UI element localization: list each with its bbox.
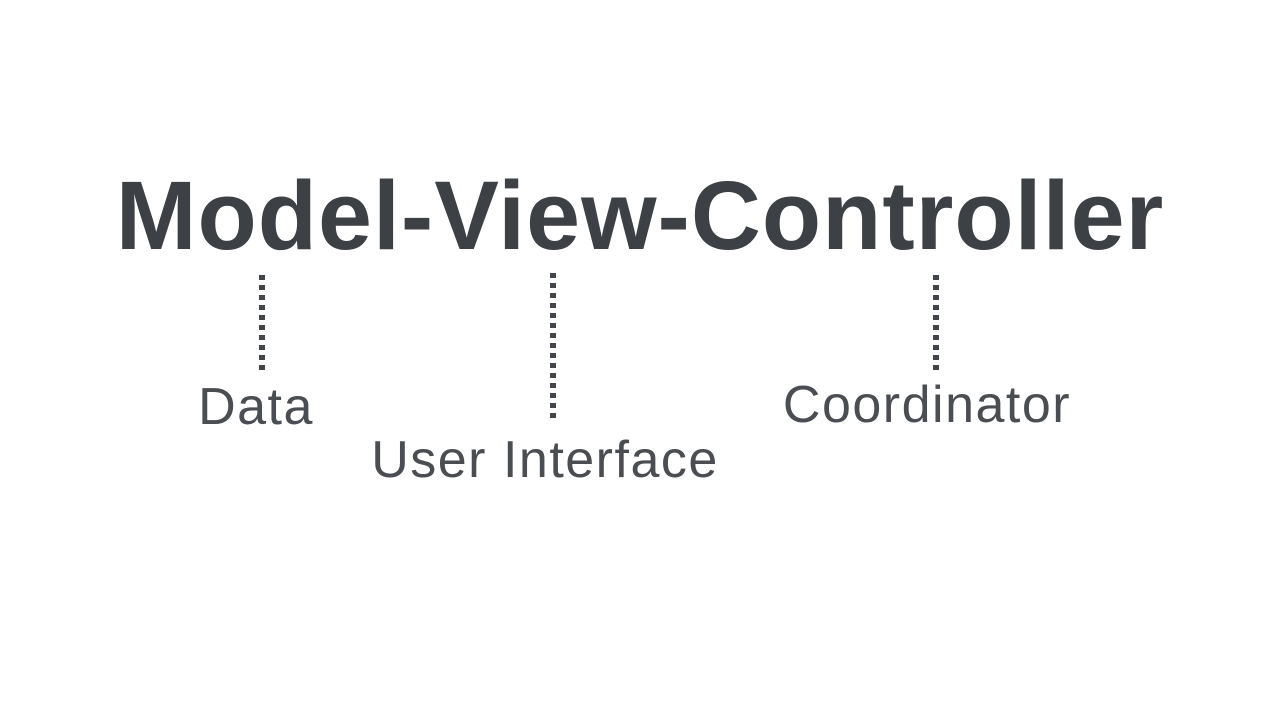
controller-dotted-connector-line (933, 275, 939, 370)
view-dotted-connector-line (550, 273, 556, 420)
model-dotted-connector-line (259, 275, 265, 370)
view-definition-label: User Interface (371, 431, 719, 489)
controller-definition-label: Coordinator (782, 376, 1072, 434)
page-title: Model-View-Controller (115, 161, 1165, 270)
model-definition-label: Data (198, 378, 314, 436)
